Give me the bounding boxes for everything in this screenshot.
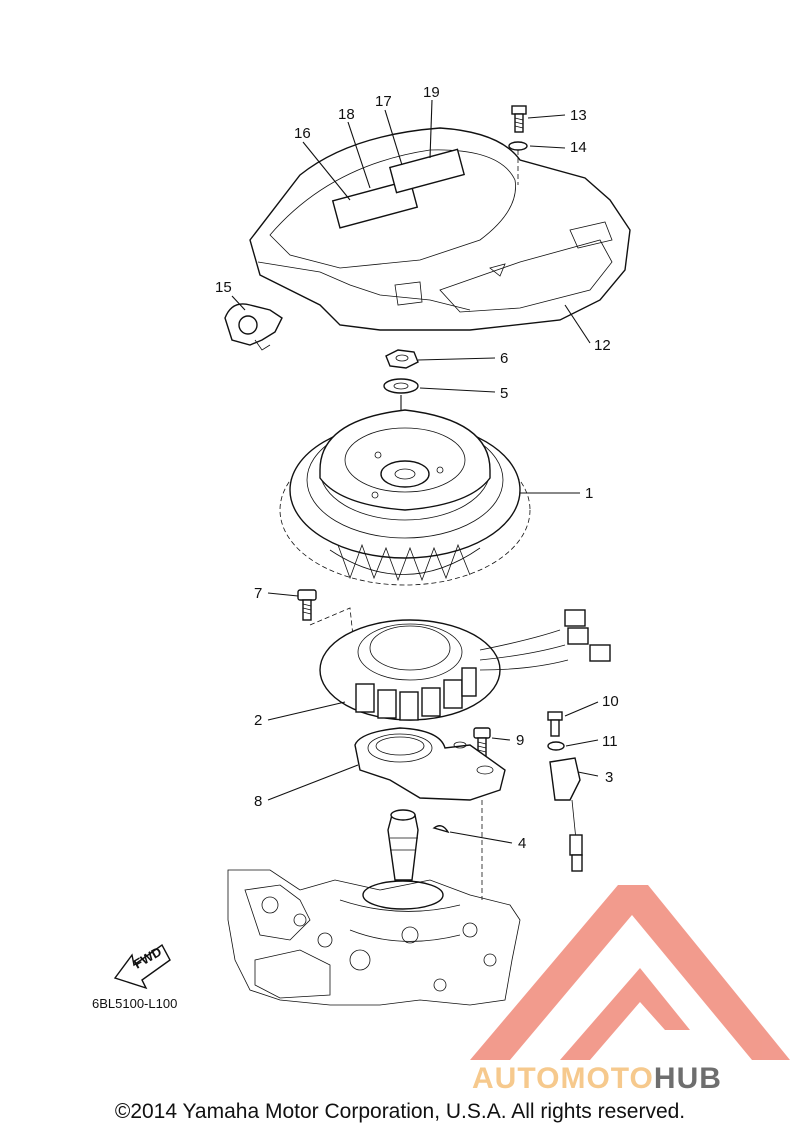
callout-6: 6 [500,350,508,367]
callout-19: 19 [423,84,440,101]
sensor-3 [549,757,583,872]
callout-2: 2 [254,712,262,729]
crankshaft [362,809,444,910]
bolt-10 [547,711,563,737]
power-head [227,869,521,1006]
fwd-arrow-icon: FWD [113,944,171,990]
part-code: 6BL5100-L100 [92,996,177,1011]
nut-6 [385,349,419,369]
watermark-logo: AUTOMOTOHUB [470,885,790,1095]
callout-1: 1 [585,485,593,502]
watermark-text-2: HUB [654,1062,722,1095]
clamp-15 [224,303,283,351]
copyright-notice: ©2014 Yamaha Motor Corporation, U.S.A. A… [114,1100,686,1123]
callout-13: 13 [570,107,587,124]
watermark-text-1: AUTOMOTO [472,1062,654,1095]
callout-17: 17 [375,93,392,110]
stator-2 [319,609,611,721]
callout-leaders [231,99,599,844]
callout-4: 4 [518,835,526,852]
callout-15: 15 [215,279,232,296]
callout-3: 3 [605,769,613,786]
washer-14 [508,141,528,151]
callout-11: 11 [602,733,618,750]
flywheel-1 [279,409,531,586]
watermark-inner-mark [560,968,690,1060]
callout-10: 10 [602,693,619,710]
callout-18: 18 [338,106,355,123]
callout-5: 5 [500,385,508,402]
svg-text:AUTOMOTOHUB: AUTOMOTOHUB [472,1062,722,1095]
flywheel-cover [249,127,631,331]
callout-16: 16 [294,125,311,142]
callout-14: 14 [570,139,587,156]
bolt-13 [511,105,527,133]
key-4 [432,825,450,834]
base-plate-8 [354,727,506,801]
watermark-triangle [470,885,790,1060]
callout-8: 8 [254,793,262,810]
callout-7: 7 [254,585,262,602]
callout-9: 9 [516,732,524,749]
callout-12: 12 [594,337,611,354]
bolt-7 [297,589,317,621]
washer-11 [547,741,565,751]
washer-5 [383,378,419,394]
